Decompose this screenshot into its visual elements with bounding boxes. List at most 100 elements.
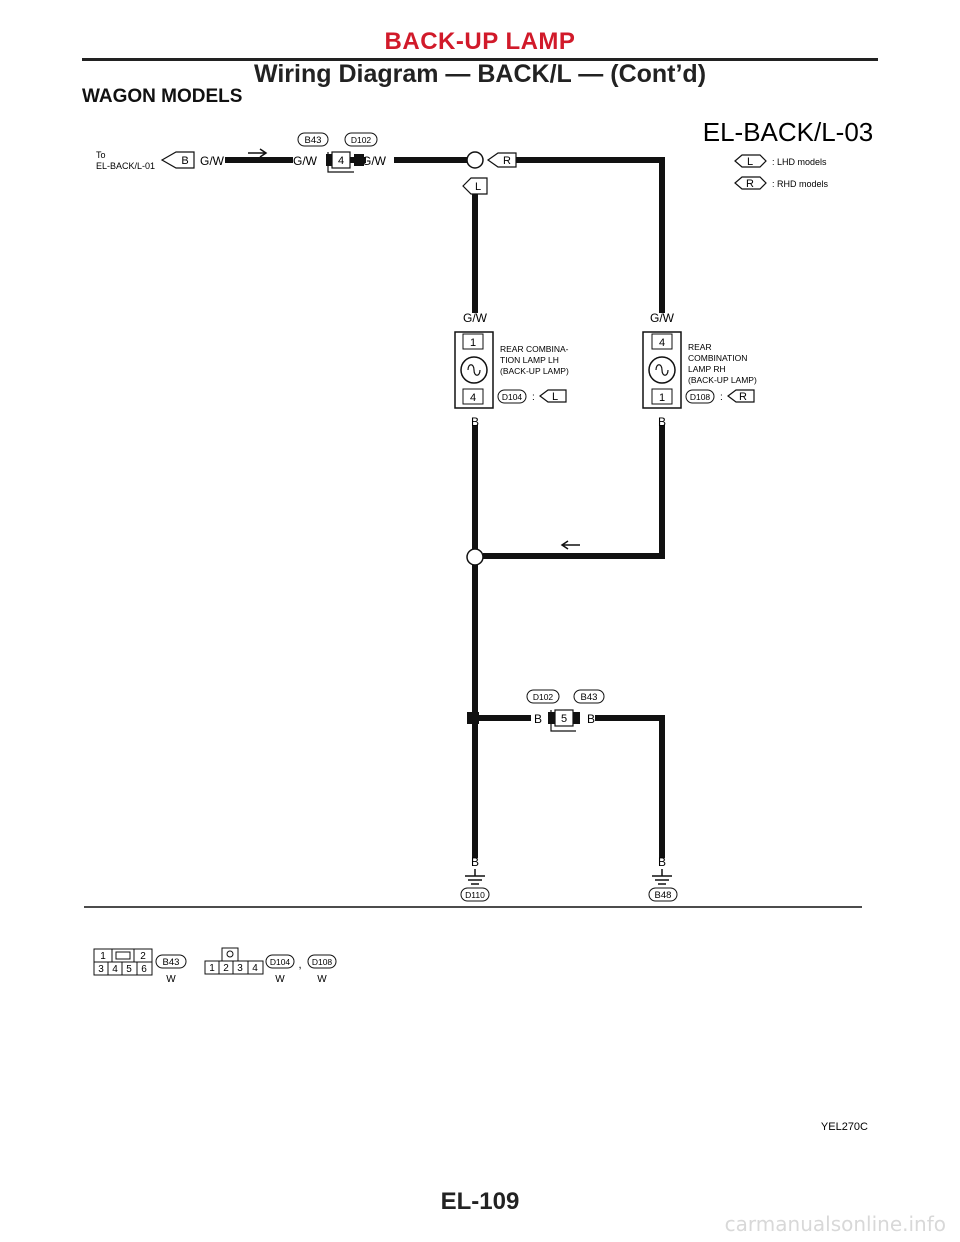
b43-pin-6: 6	[141, 964, 147, 975]
tag-d102-top-text: D102	[351, 135, 372, 145]
tag-b43-bottom-text: B43	[581, 692, 598, 703]
lamp-rh-pin-bottom: 1	[659, 392, 665, 404]
b43-face-color: W	[166, 974, 176, 985]
diagram-code: EL-BACK/L-03	[703, 117, 874, 147]
lamp-lh-connector-text: D104	[502, 392, 523, 402]
lamp-lh-model-tag-text: L	[552, 391, 558, 403]
wire-color-gw-2: G/W	[293, 154, 318, 168]
b43-pin-2: 2	[140, 951, 146, 962]
splice-open-top	[466, 151, 484, 169]
lamp-rh-model-tag	[727, 389, 755, 403]
lamp-rh-filament	[655, 364, 669, 376]
lamp-face-tag-d108	[307, 954, 337, 969]
lamp-rh-model-tag-text: R	[739, 391, 747, 403]
bottom-connector-pin: 5	[561, 713, 567, 725]
top-connector-pin: 4	[338, 155, 344, 167]
b43-connector-face	[93, 948, 153, 976]
b43-pin-5: 5	[126, 964, 132, 975]
lamp-face-pin-3: 3	[237, 963, 243, 974]
lamp-rh-wire-color-bottom: B	[658, 415, 666, 429]
figure-code: YEL270C	[821, 1121, 868, 1133]
option-tag-l	[462, 177, 488, 195]
ground-right-tag	[648, 887, 678, 902]
lamp-lh-pin-bottom-box	[462, 388, 484, 405]
lamp-rh-label-2: COMBINATION	[688, 353, 747, 363]
lamp-face-color-2: W	[317, 974, 327, 985]
legend-tag-l-text: L	[747, 156, 753, 168]
lamp-rh-label-4: (BACK-UP LAMP)	[688, 375, 757, 385]
bottom-connector-shell	[550, 710, 576, 732]
option-tag-r	[486, 152, 517, 168]
legend-tag-r-text: R	[746, 178, 754, 190]
lamp-face-pin-1: 1	[209, 963, 215, 974]
to-label-line1: To	[96, 150, 106, 160]
to-label-line2: EL-BACK/L-01	[96, 161, 155, 171]
bottom-connector-pin-box	[554, 709, 574, 727]
tag-b43-bottom	[573, 689, 605, 704]
wire-paths	[225, 157, 665, 858]
ground-right-wire-color: B	[658, 855, 666, 869]
lamp-lh-filament	[467, 364, 481, 376]
option-tag-r-text: R	[503, 155, 511, 167]
connector-left-block	[326, 154, 336, 166]
tag-d102-top	[344, 132, 378, 147]
section-title: WAGON MODELS	[82, 86, 243, 107]
lamp-connector-face	[204, 947, 264, 975]
lamp-lh-label-3: (BACK-UP LAMP)	[500, 366, 569, 376]
bottom-connector-left-block	[548, 712, 556, 724]
lamp-face-key-icon	[226, 950, 234, 958]
wire-color-gw-3: G/W	[362, 154, 387, 168]
lamp-lh-wire-color-top: G/W	[463, 311, 488, 325]
lamp-rh-label-1: REAR	[688, 342, 712, 352]
lamp-rh-label-3: LAMP RH	[688, 364, 726, 374]
b43-pin-1: 1	[100, 951, 106, 962]
page-header-title: BACK-UP LAMP	[384, 28, 576, 55]
lamp-lh-pin-top-box	[462, 333, 484, 350]
lamp-face-color-1: W	[275, 974, 285, 985]
watermark: carmanualsonline.info	[724, 1212, 946, 1236]
lamp-lh-pin-top: 1	[470, 337, 476, 349]
lamp-lh-model-tag	[539, 389, 567, 403]
lamp-rh-pin-top-box	[651, 333, 673, 350]
wire-color-gw-1: G/W	[200, 154, 225, 168]
ground-left-icon	[465, 875, 485, 885]
b43-face-tag	[155, 954, 187, 969]
lamp-face-pin-2: 2	[223, 963, 229, 974]
lamp-rh-pin-top: 4	[659, 337, 665, 349]
bottom-wire-color-left: B	[534, 712, 542, 726]
lamp-lh-wire-color-bottom: B	[471, 415, 479, 429]
flow-arrow-top	[248, 148, 268, 158]
to-connector-symbol	[160, 151, 195, 169]
legend-tag-l	[734, 154, 767, 168]
lamp-rh-connector-tag	[685, 389, 715, 404]
splice-open-ground	[466, 548, 484, 566]
lamp-lh-label-1: REAR COMBINA-	[500, 344, 569, 354]
page-number: EL-109	[440, 1188, 520, 1215]
lamp-lh-pin-bottom: 4	[470, 392, 476, 404]
legend-tag-r	[734, 176, 767, 190]
ground-right-tag-text: B48	[655, 890, 672, 901]
lamp-face-pin-4: 4	[252, 963, 258, 974]
b43-pin-3: 3	[98, 964, 104, 975]
tag-d102-bottom-text: D102	[533, 692, 554, 702]
legend-text-lhd: : LHD models	[772, 157, 827, 167]
lamp-rh-colon: :	[720, 392, 723, 403]
lamp-face-tag-d104-text: D104	[270, 957, 291, 967]
header-rule	[82, 58, 878, 61]
flow-arrow-ground	[560, 540, 580, 550]
lamp-rh-connector-text: D108	[690, 392, 711, 402]
ground-left-tag	[460, 887, 490, 902]
lamp-rh-wire-color-top: G/W	[650, 311, 675, 325]
ground-left-tag-text: D110	[465, 890, 485, 900]
connector-pin-box	[331, 151, 351, 169]
bottom-connector-right-block	[572, 712, 580, 724]
bottom-wire-color-right: B	[587, 712, 595, 726]
ground-left-wire-color: B	[471, 855, 479, 869]
lamp-face-tag-d104	[265, 954, 295, 969]
b43-pin-4: 4	[112, 964, 118, 975]
tag-b43-top-text: B43	[305, 135, 322, 146]
b43-face-tag-text: B43	[163, 957, 180, 968]
to-terminal-label: B	[181, 155, 188, 167]
option-tag-l-text: L	[475, 181, 481, 193]
